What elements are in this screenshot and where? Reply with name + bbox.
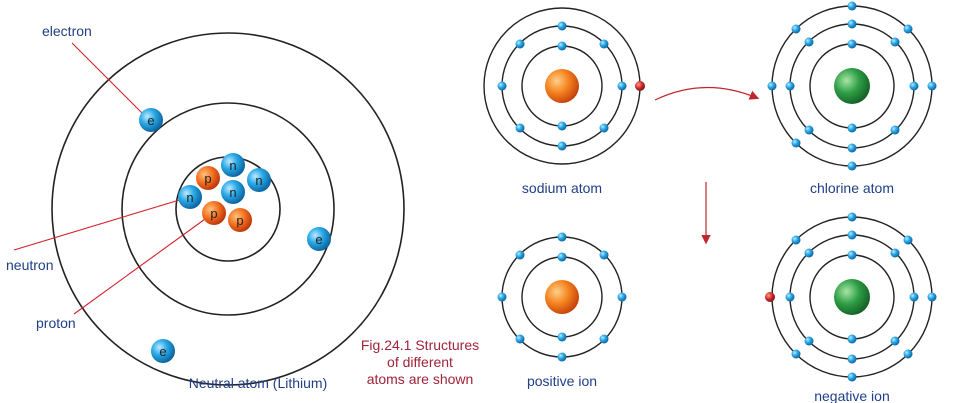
proton-label: proton (36, 315, 76, 331)
caption-line-3: atoms are shown (367, 371, 474, 387)
transfer-arrow (654, 86, 760, 101)
chlorine-atom: chlorine atom (767, 1, 937, 196)
chlorine-atom-label: chlorine atom (810, 180, 894, 196)
sodium-atom: sodium atom (483, 7, 645, 196)
proton: p (202, 201, 226, 225)
sodium-nucleus (545, 69, 579, 103)
electron-symbol: e (147, 113, 154, 128)
neutron-label: neutron (6, 257, 53, 273)
neutron-symbol: n (255, 173, 262, 188)
negative-ion: negative ion (765, 212, 937, 403)
sodium-atom-label: sodium atom (522, 180, 602, 196)
neutron-pointer-line (13, 197, 187, 251)
electron-pointer-line (71, 42, 147, 118)
electron-label: electron (42, 23, 92, 39)
electron-symbol: e (315, 232, 322, 247)
electron: e (151, 339, 175, 363)
neutron: n (221, 153, 245, 177)
outer-shell (51, 32, 405, 386)
positive-ion-label: positive ion (527, 373, 597, 389)
proton-pointer-line (73, 213, 213, 315)
sodium-electrons (497, 21, 627, 151)
proton-symbol: p (210, 206, 217, 221)
positive-ion: positive ion (497, 232, 627, 389)
neutron-symbol: n (186, 190, 193, 205)
negative-ion-electrons (785, 212, 937, 382)
nucleus: n p n n n p p (178, 153, 271, 232)
proton: p (228, 208, 252, 232)
chlorine-electrons (767, 1, 937, 171)
caption-line-2: of different (387, 354, 453, 370)
valence-electron (635, 81, 645, 91)
electron: e (139, 108, 163, 132)
electron-symbol: e (159, 344, 166, 359)
neutron: n (247, 168, 271, 192)
proton-symbol: p (236, 213, 243, 228)
caption-line-1: Fig.24.1 Structures (361, 337, 479, 353)
gained-electron (765, 292, 775, 302)
inner-shell (121, 102, 335, 316)
positive-ion-electrons (497, 232, 627, 362)
lithium-title: Neutral atom (Lithium) (189, 375, 328, 391)
neutron: n (178, 185, 202, 209)
lithium-atom: n p n n n p p (6, 23, 405, 391)
proton: p (196, 166, 220, 190)
chlorine-nucleus (834, 68, 870, 104)
negative-ion-nucleus (834, 279, 870, 315)
neutron-symbol: n (229, 185, 236, 200)
electron: e (307, 227, 331, 251)
proton-symbol: p (204, 171, 211, 186)
figure-caption: Fig.24.1 Structures of different atoms a… (361, 337, 479, 387)
positive-ion-nucleus (545, 280, 579, 314)
negative-ion-label: negative ion (814, 388, 890, 403)
neutron: n (221, 180, 245, 204)
neutron-symbol: n (229, 158, 236, 173)
